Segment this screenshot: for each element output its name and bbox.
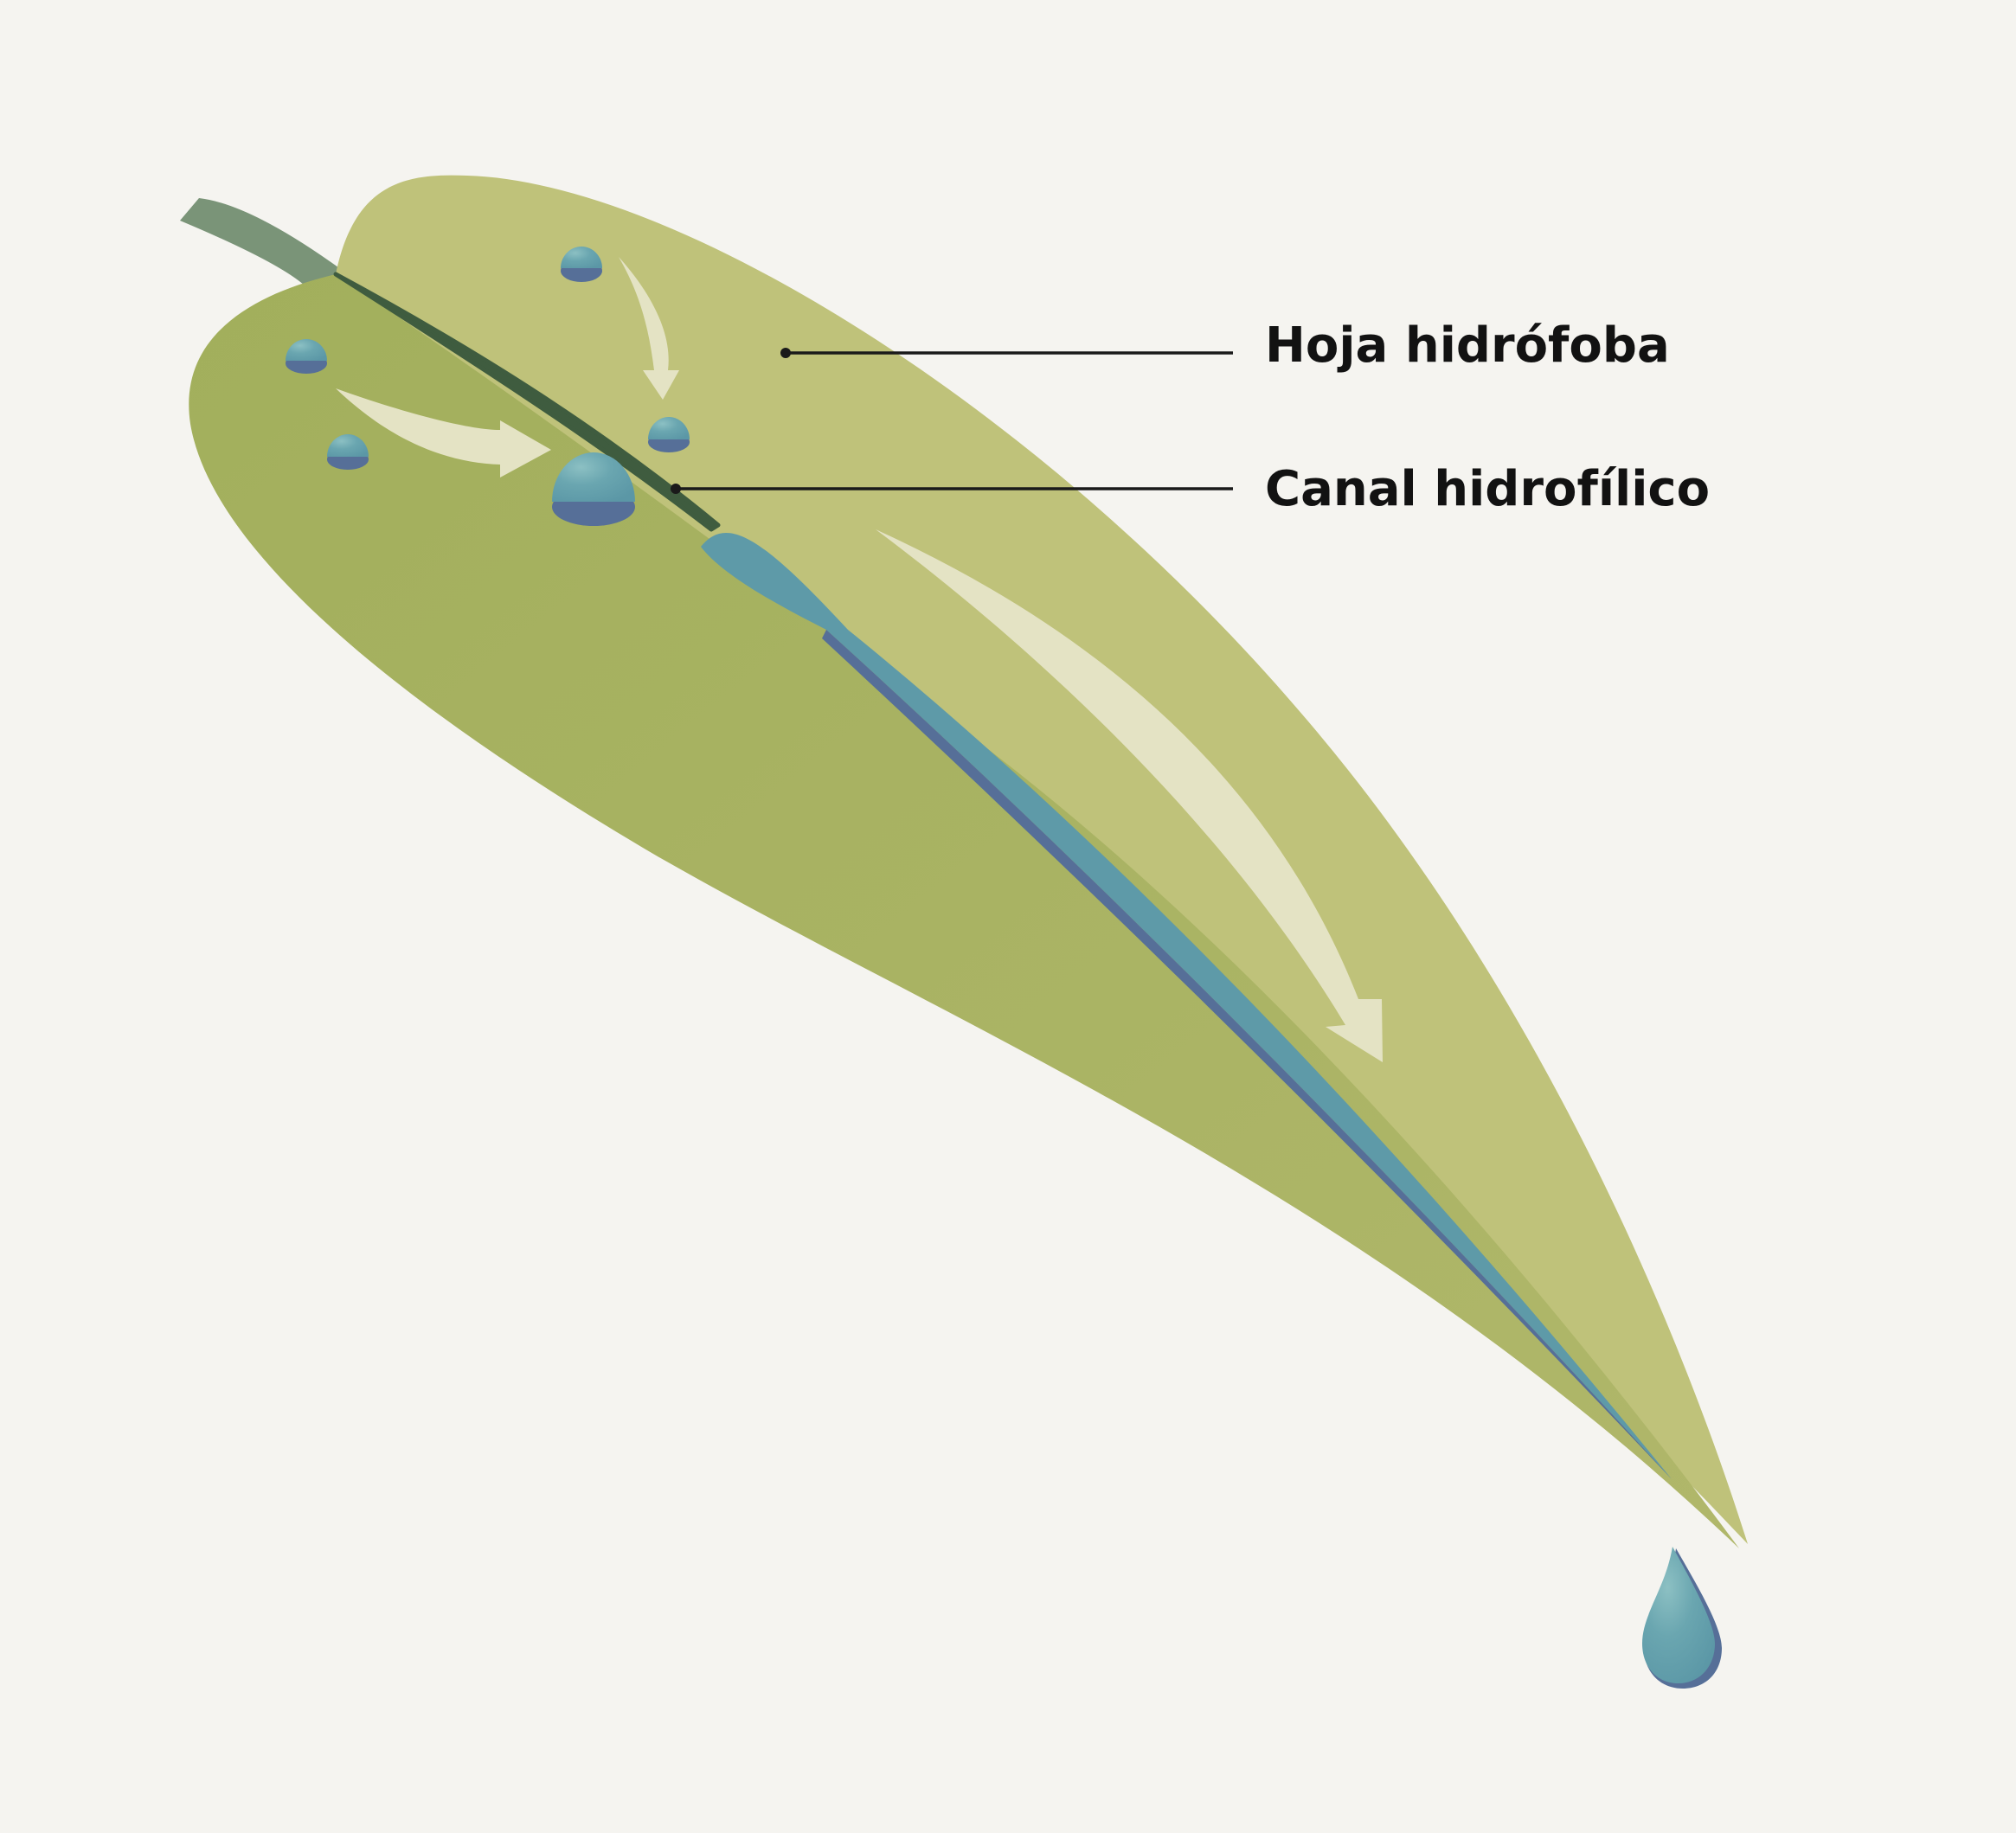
leader-line-hydrophobic	[780, 348, 1233, 358]
hydrophilic-channel-edge	[822, 630, 1672, 1479]
flow-arrow-icon	[336, 257, 1383, 1062]
water-droplet-icon	[561, 247, 602, 282]
leaf-stem	[180, 198, 344, 285]
label-hydrophobic-leaf: Hoja hidrófoba	[1265, 317, 1670, 374]
water-droplet-icon	[648, 417, 690, 452]
leader-line-hydrophilic	[671, 484, 1233, 494]
leaf-lower-half	[189, 274, 1739, 1548]
falling-water-drop-icon	[1642, 1547, 1722, 1689]
leaf-midrib	[333, 272, 721, 532]
label-hydrophilic-channel: Canal hidrofílico	[1265, 461, 1711, 517]
water-droplet-icon	[552, 452, 635, 526]
water-droplet-icon	[327, 434, 369, 470]
water-droplet-icon	[286, 339, 327, 374]
